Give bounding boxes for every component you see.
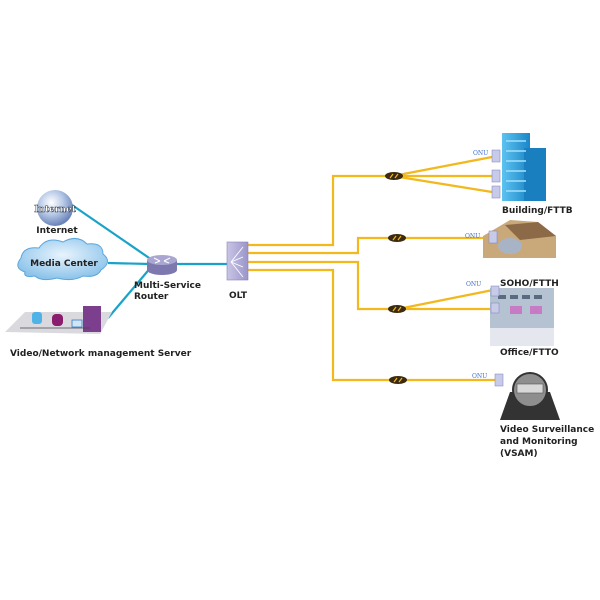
link-media-router: [107, 261, 151, 266]
building-label: Building/FTTB: [502, 206, 573, 216]
link-server-router: [107, 265, 153, 319]
fiber-links: [248, 155, 495, 382]
splitter-icon: [389, 376, 407, 384]
onu-label: ONU: [465, 233, 480, 240]
router-label-line1: Multi-Service: [134, 281, 201, 291]
media-center-node[interactable]: Media Center: [17, 238, 108, 281]
fiber-to-vsam: [248, 268, 495, 382]
onu-label: ONU: [466, 281, 481, 288]
fiber-to-soho: [248, 236, 490, 255]
office-node[interactable]: ONU Office/FTTO: [466, 281, 559, 358]
splitter-icon: [388, 234, 406, 242]
olt-label: OLT: [229, 291, 248, 301]
link-internet-router: [71, 204, 156, 263]
router-icon: [147, 255, 177, 265]
onu-icon: [490, 285, 500, 297]
soho-node[interactable]: ONU SOHO/FTTH: [465, 220, 559, 289]
olt-node[interactable]: OLT: [226, 241, 249, 301]
internet-logo-text: Internet: [34, 205, 77, 215]
cloud-icon: [17, 238, 108, 281]
onu-icon: [491, 169, 501, 183]
building-node[interactable]: ONU Building/FTTB: [473, 133, 573, 216]
onu-label: ONU: [473, 150, 488, 157]
onu-icon: [488, 230, 498, 244]
globe-icon: [37, 190, 73, 226]
media-center-label: Media Center: [30, 259, 98, 269]
database-icon: [32, 312, 42, 324]
laptop-icon: [71, 319, 83, 328]
fiber-to-building: [248, 174, 393, 247]
ethernet-links: [71, 204, 228, 319]
onu-icon: [494, 373, 504, 387]
fiber-to-office: [248, 260, 494, 311]
storage-icon: [52, 314, 63, 326]
splitters: [385, 172, 407, 384]
splitter-icon: [385, 172, 403, 180]
internet-node[interactable]: Internet Internet: [34, 190, 78, 236]
vsam-label-line2: and Monitoring: [500, 437, 578, 447]
server-label: Video/Network management Server: [10, 349, 192, 359]
onu-label: ONU: [472, 373, 487, 380]
router-label-line2: Router: [134, 292, 169, 302]
vsam-label-line3: (VSAM): [500, 449, 538, 459]
onu-icon: [491, 149, 501, 163]
server-tower-icon: [83, 306, 101, 332]
soho-label: SOHO/FTTH: [500, 279, 559, 289]
vsam-node[interactable]: ONU Video Surveillance and Monitoring (V…: [472, 372, 594, 459]
router-node[interactable]: Multi-Service Router: [134, 255, 201, 302]
server-node[interactable]: Video/Network management Server: [5, 306, 192, 359]
vsam-label-line1: Video Surveillance: [500, 425, 594, 435]
office-label: Office/FTTO: [500, 348, 559, 358]
onu-icon: [490, 302, 500, 314]
internet-label: Internet: [36, 226, 78, 236]
olt-icon: [226, 241, 249, 281]
splitter-icon: [388, 305, 406, 313]
onu-icon: [491, 185, 501, 199]
